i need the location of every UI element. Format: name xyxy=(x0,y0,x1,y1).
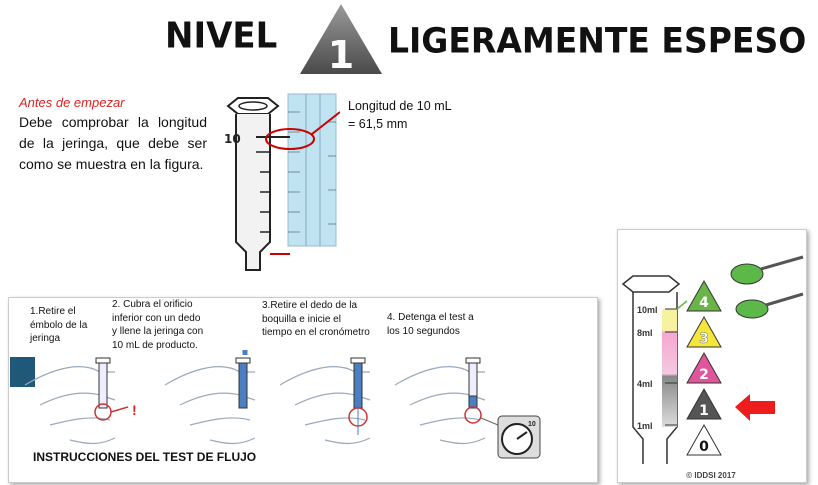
step-1: 1.Retire el émbolo de la jeringa xyxy=(30,306,88,344)
level-2-label: 2 xyxy=(699,367,709,383)
flow-test-illustrations: ! 10 xyxy=(24,350,541,459)
title-level-name: LIGERAMENTE ESPESO xyxy=(388,20,807,61)
scale-4ml: 4ml xyxy=(637,379,653,389)
intro-heading: Antes de empezar xyxy=(19,95,125,110)
svg-text:!: ! xyxy=(132,402,137,418)
step-4: 4. Detenga el test a los 10 segundos xyxy=(387,312,474,337)
level-0-label: 0 xyxy=(699,439,709,455)
level-triangle-icon: 1 xyxy=(300,4,382,76)
syringe-caption-1: Longitud de 10 mL xyxy=(348,99,452,113)
flow-test-title: INSTRUCCIONES DEL TEST DE FLUJO xyxy=(33,450,257,464)
title-nivel: NIVEL xyxy=(165,15,278,57)
level-1-label: 1 xyxy=(699,403,709,419)
level-3-label: 3 xyxy=(699,331,709,347)
step-3: 3.Retire el dedo de la boquilla e inicie… xyxy=(262,300,370,338)
scale-1ml: 1ml xyxy=(637,421,653,431)
scale-10ml: 10ml xyxy=(637,305,658,315)
step-2: 2. Cubra el orificio inferior con un ded… xyxy=(112,299,204,351)
syringe-ruler-illustration: 10 xyxy=(224,93,340,271)
iddsi-copyright: © IDDSI 2017 xyxy=(686,471,736,480)
iddsi-illustration: 10ml 8ml 4ml 1ml 4 3 2 1 0 © IDDSI 2017 xyxy=(621,255,804,480)
intro-text: Debe comprobar la longitud de la jeringa… xyxy=(19,114,207,172)
red-arrow-icon xyxy=(735,394,775,421)
syringe-mark-label: 10 xyxy=(224,132,241,146)
level-number: 1 xyxy=(328,33,354,76)
timer-label: 10 xyxy=(528,421,536,428)
syringe-caption-2: = 61,5 mm xyxy=(348,117,408,131)
level-4-label: 4 xyxy=(699,295,709,311)
scale-8ml: 8ml xyxy=(637,328,653,338)
